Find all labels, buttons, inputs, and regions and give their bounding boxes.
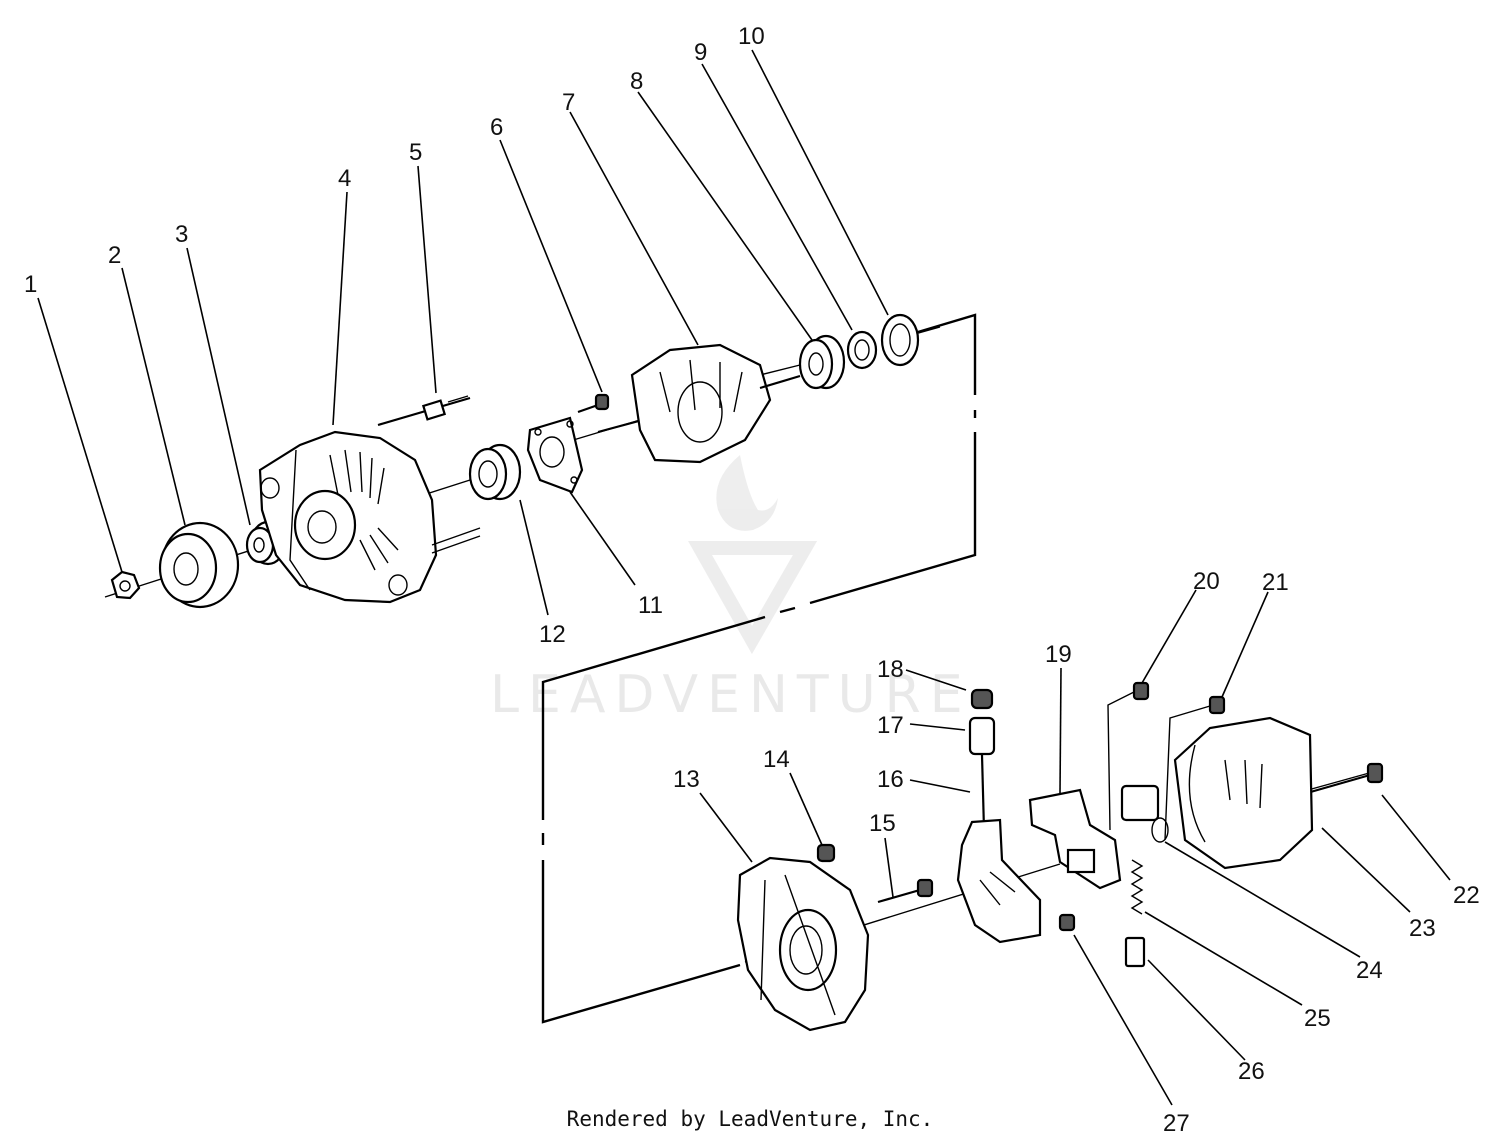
part-5-through-bolt bbox=[377, 395, 471, 427]
part-11-retainer-plate bbox=[526, 416, 584, 494]
part-7-rotor bbox=[597, 343, 801, 464]
callout-14: 14 bbox=[763, 746, 790, 773]
part-6-screw bbox=[577, 393, 610, 414]
assembly-box-outline bbox=[541, 313, 977, 1024]
part-24-terminal-insulator bbox=[1120, 784, 1169, 843]
callout-2: 2 bbox=[108, 242, 121, 269]
part-4-drive-end-frame bbox=[258, 430, 481, 604]
part-10-cover-ring bbox=[880, 313, 920, 367]
callout-3: 3 bbox=[175, 221, 188, 248]
part-15-bolt bbox=[877, 878, 934, 904]
part-20-screw bbox=[1107, 681, 1150, 831]
footer-credit: Rendered by LeadVenture, Inc. bbox=[566, 1107, 934, 1131]
callout-9: 9 bbox=[694, 39, 707, 66]
leadventure-watermark: LEADVENTURE bbox=[490, 455, 963, 725]
callout-6: 6 bbox=[490, 114, 503, 141]
part-14-nut bbox=[816, 843, 836, 863]
part-18-nut bbox=[970, 688, 994, 710]
callout-17: 17 bbox=[877, 712, 904, 739]
callout-21: 21 bbox=[1262, 569, 1289, 596]
part-8-bearing bbox=[798, 334, 846, 390]
part-26-brush bbox=[1124, 936, 1146, 968]
part-21-screw bbox=[1164, 695, 1226, 841]
callout-27: 27 bbox=[1163, 1110, 1190, 1137]
callout-18: 18 bbox=[877, 656, 904, 683]
callout-8: 8 bbox=[630, 68, 643, 95]
part-23-rear-cover bbox=[1173, 716, 1314, 870]
callout-25: 25 bbox=[1304, 1005, 1331, 1032]
part-17-bushing bbox=[968, 716, 996, 756]
callout-13: 13 bbox=[673, 766, 700, 793]
callout-1: 1 bbox=[24, 271, 37, 298]
callout-16: 16 bbox=[877, 766, 904, 793]
callout-7: 7 bbox=[562, 89, 575, 116]
part-27-screw bbox=[1058, 913, 1076, 932]
callout-19: 19 bbox=[1045, 641, 1072, 668]
callout-23: 23 bbox=[1409, 915, 1436, 942]
part-16-stud bbox=[956, 754, 1042, 944]
part-13-rectifier-end-frame bbox=[736, 856, 870, 1032]
callout-11: 11 bbox=[638, 592, 663, 619]
callout-5: 5 bbox=[409, 139, 422, 166]
callout-26: 26 bbox=[1238, 1058, 1265, 1085]
callout-12: 12 bbox=[539, 621, 566, 648]
leader-lines bbox=[37, 49, 1451, 1106]
part-25-spring bbox=[1130, 859, 1144, 915]
part-22-bolt bbox=[1299, 762, 1384, 797]
part-9-washer bbox=[846, 330, 878, 370]
callout-4: 4 bbox=[338, 165, 351, 192]
callout-22: 22 bbox=[1453, 882, 1480, 909]
part-12-bearing bbox=[468, 443, 522, 501]
part-2-pulley bbox=[158, 521, 240, 609]
part-1-nut bbox=[110, 570, 141, 600]
callout-labels: 1 2 3 4 5 6 7 8 9 10 11 12 13 14 15 16 1… bbox=[24, 23, 1480, 1137]
callout-10: 10 bbox=[738, 23, 765, 50]
callout-20: 20 bbox=[1193, 568, 1220, 595]
callout-24: 24 bbox=[1356, 957, 1383, 984]
callout-15: 15 bbox=[869, 810, 896, 837]
part-19-brush-holder bbox=[1028, 788, 1122, 890]
